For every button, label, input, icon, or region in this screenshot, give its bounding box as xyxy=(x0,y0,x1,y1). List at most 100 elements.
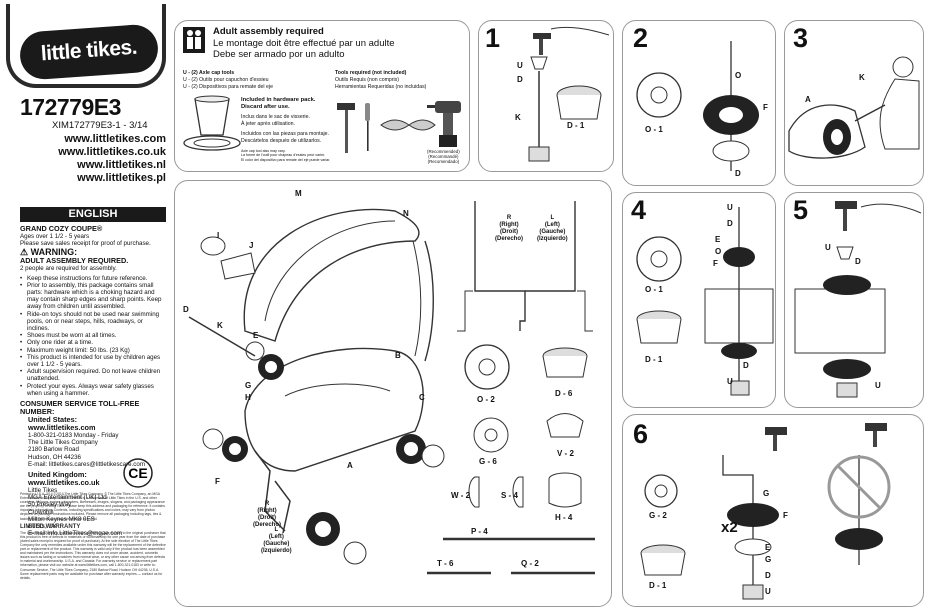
part-count-t6: T - 6 xyxy=(437,559,454,568)
legal-text: Printed in U.S.A. 3/14 ©2014 The Little … xyxy=(20,492,165,521)
website-uk[interactable]: www.littletikes.co.uk xyxy=(58,146,166,158)
wheel-icon xyxy=(823,275,871,295)
step-3-diagram xyxy=(788,56,920,159)
step-1-label-k: K xyxy=(515,113,521,122)
warning-item: Prior to assembly, this package contains… xyxy=(20,282,166,311)
assembly-title-fr: Le montage doit être effectué par un adu… xyxy=(213,38,395,49)
language-heading: ENGLISH xyxy=(20,207,166,222)
part-count-d6: D - 6 xyxy=(555,389,573,398)
instructions-text: GRAND COZY COUPE® Ages over 1 1/2 - 5 ye… xyxy=(20,225,166,538)
logo-frame xyxy=(6,4,166,88)
step-2-label-o: O xyxy=(735,71,742,80)
part-count-o2: O - 2 xyxy=(477,395,495,404)
cap-v2-icon xyxy=(546,413,584,438)
axle-r-en: (Right) xyxy=(499,222,519,228)
step-1-panel: 1 U D K D - 1 xyxy=(478,20,614,172)
uk-line: Bucks, UK xyxy=(28,523,57,531)
axle-r-label: R (Right) (Droit) (Derecho) xyxy=(495,215,523,243)
hardware-line: Discard after use. xyxy=(241,104,290,110)
two-adults-icon xyxy=(183,27,205,53)
website-pl[interactable]: www.littletikes.pl xyxy=(77,172,166,184)
axle-left-label: L (Left) (Gauche) (Izquierdo) xyxy=(261,527,292,555)
fine-print: Printed in U.S.A. 3/14 ©2014 The Little … xyxy=(20,492,166,580)
step-2-label-f: F xyxy=(763,103,768,112)
prohibited-icon xyxy=(827,455,891,519)
screwdriver-icon xyxy=(365,103,370,151)
uk-website[interactable]: www.littletikes.co.uk xyxy=(28,478,100,488)
step-3-label-k: K xyxy=(859,73,865,82)
axle-right-es: (Derecho) xyxy=(253,522,282,528)
part-label-g: G xyxy=(245,381,252,390)
warning-item: Protect your eyes. Always wear safety gl… xyxy=(20,383,166,397)
us-street: 2180 Barlow Road xyxy=(28,446,79,454)
wheel-icon xyxy=(835,528,883,550)
step-2-label-d: D xyxy=(735,169,741,178)
adult-assembly-heading: ADULT ASSEMBLY REQUIRED. xyxy=(20,256,129,266)
part-s4-icon xyxy=(512,476,524,508)
step-6-number: 6 xyxy=(633,419,649,449)
step-6-d1: D - 1 xyxy=(649,581,667,590)
step-4-label-u2: U xyxy=(727,377,733,386)
website-nl[interactable]: www.littletikes.nl xyxy=(77,159,166,171)
uk-line: 50 Presley Way xyxy=(28,501,72,509)
part-label-b: B xyxy=(395,351,401,360)
uk-email[interactable]: E-mail:Info.LittleTikes@mgae.com xyxy=(28,530,123,538)
step-3-number: 3 xyxy=(793,23,809,53)
step-5-label-d: D xyxy=(855,257,861,266)
part-label-d: D xyxy=(183,305,189,314)
website-us[interactable]: www.littletikes.com xyxy=(64,133,166,145)
step-4-number: 4 xyxy=(631,195,647,225)
warning-heading: ⚠ WARNING: xyxy=(20,247,78,258)
part-label-c: C xyxy=(419,393,425,402)
us-heading: United States: xyxy=(28,415,78,425)
axle-cap-tool-icon xyxy=(183,95,241,151)
step-4-d1: D - 1 xyxy=(645,355,663,364)
hardware-line: Included in hardware pack. xyxy=(241,97,316,103)
part-label-f: F xyxy=(215,477,220,486)
us-phone: 1-800-321-0183 Monday - Friday xyxy=(28,432,119,440)
step-2-o1: O - 1 xyxy=(645,125,663,134)
wheel-icon xyxy=(727,503,779,527)
uk-heading: United Kingdom: xyxy=(28,470,87,480)
us-city: Hudson, OH 44236 xyxy=(28,453,81,461)
step-5-number: 5 xyxy=(793,195,809,225)
part-label-e: E xyxy=(253,331,259,340)
step-6-label-g: G xyxy=(763,489,770,498)
axle-l-letter: L xyxy=(550,215,555,221)
step-6-diagram xyxy=(640,423,891,600)
part-label-k: K xyxy=(217,321,223,330)
axle-left-es: (Izquierdo) xyxy=(261,548,292,554)
step-6-quantity: x2 xyxy=(721,519,738,536)
part-count-w2: W - 2 xyxy=(451,491,471,500)
warranty-heading: LIMITED WARRANTY xyxy=(20,523,81,530)
step-2-diagram xyxy=(636,41,759,171)
us-email[interactable]: E-mail: littletikes.cares@littletikescar… xyxy=(28,460,145,468)
person-head-icon xyxy=(892,56,914,78)
step-5-diagram xyxy=(794,201,922,398)
document-code: XIM172779E3-1 - 3/14 xyxy=(52,120,148,131)
cap-note-line: La forme de l'outil pour chapeau d'essie… xyxy=(241,153,326,158)
axle-r-es: (Derecho) xyxy=(495,236,524,242)
tools-illustration xyxy=(337,101,461,153)
step-4-label-o: O xyxy=(715,247,722,256)
hardware-es: Incluidos con las piezas para montaje. xyxy=(241,131,329,137)
us-website[interactable]: www.littletikes.com xyxy=(28,423,96,433)
hammer-icon xyxy=(539,37,543,55)
step-5-label-u: U xyxy=(825,243,831,252)
axle-right-letter: R xyxy=(264,501,270,507)
step-4-diagram xyxy=(636,207,774,396)
axle-right-label: R (Right) (Droit) (Derecho) xyxy=(253,501,281,529)
power-drill-icon xyxy=(427,101,461,147)
warning-item: Adult supervision required. Do not leave… xyxy=(20,368,166,382)
step-1-number: 1 xyxy=(485,23,501,53)
step-4-panel: 4 O - 1 D - 1 U D E O F D U xyxy=(622,192,776,408)
assembly-title-es: Debe ser armado por un adulto xyxy=(213,49,345,60)
axle-l-es: (Izquierdo) xyxy=(537,236,568,242)
consumer-service-heading: CONSUMER SERVICE TOLL-FREE NUMBER: xyxy=(20,399,140,417)
cap-note-line: El color del dispositivo para remate del… xyxy=(241,157,331,162)
receipt-note: Please save sales receipt for proof of p… xyxy=(20,240,151,248)
axle-tools-line: U - (2) Outils pour capuchon d'essieu xyxy=(183,77,269,83)
cap-tool-note: Axle cap tool also may vary. La forme de… xyxy=(241,149,330,162)
axle-r-letter: R xyxy=(506,215,512,221)
step-3-panel: 3 A K xyxy=(784,20,924,186)
